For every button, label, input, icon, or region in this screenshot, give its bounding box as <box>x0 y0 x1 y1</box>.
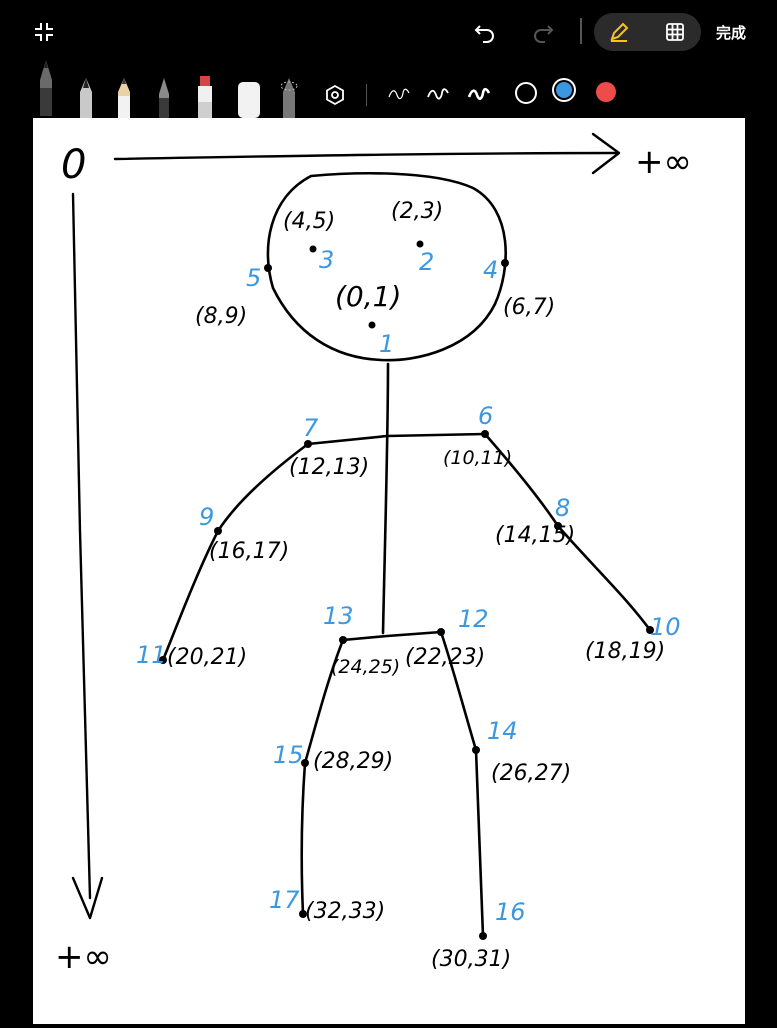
pen-mode-icon[interactable] <box>606 19 632 45</box>
keypoint-index: 3 <box>319 246 334 274</box>
keypoint-index: 4 <box>483 256 498 284</box>
highlighter-icon[interactable] <box>194 74 216 118</box>
head-outline <box>266 171 507 362</box>
keypoint-dot <box>501 259 509 267</box>
keypoint-index: 17 <box>269 886 300 914</box>
keypoint-index: 6 <box>478 402 493 430</box>
color-blue-swatch[interactable] <box>556 82 572 98</box>
keypoint-index: 13 <box>323 602 354 630</box>
keypoint-coords: (10,11) <box>443 447 512 469</box>
keypoint-coords: (16,17) <box>209 539 289 564</box>
keypoint-dot <box>472 746 480 754</box>
toolbar-divider <box>366 84 367 106</box>
keypoint-coords: (14,15) <box>495 523 575 548</box>
color-red-swatch[interactable] <box>596 82 616 102</box>
keypoint-coords: (26,27) <box>491 761 571 786</box>
keypoint-index: 12 <box>458 605 489 633</box>
keypoint-coords: (32,33) <box>305 899 385 924</box>
keypoint-coords: (12,13) <box>289 455 369 480</box>
keypoint-index: 9 <box>199 503 214 531</box>
keypoint-dot <box>368 321 376 329</box>
top-bar: 完成 <box>0 0 777 64</box>
x-axis-line <box>113 151 620 161</box>
keypoint-index: 11 <box>136 641 167 669</box>
keypoint-coords: (30,31) <box>431 947 511 972</box>
keypoint-index: 8 <box>555 494 570 522</box>
left-thigh <box>303 638 345 765</box>
left-forearm <box>161 529 220 662</box>
stroke-thick-icon[interactable] <box>466 84 492 104</box>
left-shin <box>300 761 307 916</box>
x-axis-label: +∞ <box>635 142 692 182</box>
grid-icon[interactable] <box>662 19 688 45</box>
hip-line <box>341 630 443 642</box>
toolbar-divider <box>580 18 582 44</box>
keypoint-index: 7 <box>303 414 319 442</box>
right-shin <box>474 748 485 938</box>
keypoint-dot <box>299 910 307 918</box>
stick-figure-drawing: 0 +∞ +∞ <box>55 132 692 977</box>
keypoint-coords: (6,7) <box>503 295 555 320</box>
mode-switch[interactable] <box>594 13 701 51</box>
right-forearm <box>556 524 652 632</box>
undo-icon[interactable] <box>470 18 500 46</box>
collapse-icon[interactable] <box>30 18 58 46</box>
color-black-swatch[interactable] <box>515 82 537 104</box>
keypoint-coords: (0,1) <box>335 280 401 313</box>
keypoint-coords: (24,25) <box>331 656 400 678</box>
keypoint-index: 14 <box>487 717 518 745</box>
y-axis-arrow <box>71 876 104 920</box>
keypoint-dot <box>301 759 309 767</box>
drawing-toolbar <box>0 60 777 118</box>
keypoint-dot <box>416 240 424 248</box>
ballpoint-pen-icon[interactable] <box>36 60 56 116</box>
keypoint-index: 2 <box>419 248 434 276</box>
keypoint-index: 16 <box>495 898 526 926</box>
right-thigh <box>439 630 478 752</box>
keypoint-coords: (18,19) <box>585 639 665 664</box>
keypoint-coords: (20,21) <box>167 645 247 670</box>
keypoint-coords: (8,9) <box>195 304 247 329</box>
marker-icon[interactable] <box>154 76 174 118</box>
left-upper-arm <box>216 442 310 533</box>
keypoint-dot <box>159 656 167 664</box>
keypoint-dot <box>481 430 489 438</box>
eraser-icon[interactable] <box>236 80 262 118</box>
keypoint-dot <box>339 636 347 644</box>
keypoint-index: 15 <box>273 741 304 769</box>
y-axis-label: +∞ <box>55 937 112 977</box>
x-axis-arrow <box>591 132 621 175</box>
keypoint-dot <box>304 440 312 448</box>
keypoint-dot <box>264 264 272 272</box>
drawing-canvas[interactable]: 0 +∞ +∞ <box>33 118 745 1024</box>
done-button[interactable]: 完成 <box>716 24 747 42</box>
keypoint-coords: (2,3) <box>391 199 443 224</box>
keypoint-index: 5 <box>246 264 261 292</box>
stroke-medium-icon[interactable] <box>425 84 451 104</box>
keypoint-coords: (4,5) <box>283 209 335 234</box>
keypoint-coords: (22,23) <box>405 645 485 670</box>
keypoint-dot <box>479 932 487 940</box>
keypoint-index: 10 <box>650 613 681 641</box>
keypoint-index: 1 <box>379 330 394 358</box>
keypoint-dot <box>309 245 317 253</box>
pencil-icon[interactable] <box>114 76 134 118</box>
keypoint-dot <box>646 626 654 634</box>
shoulder-line <box>306 432 487 446</box>
origin-label: 0 <box>61 142 86 188</box>
keypoint-dot <box>214 527 222 535</box>
y-axis-line <box>71 192 92 900</box>
keypoint-coords: (28,29) <box>313 749 393 774</box>
settings-icon[interactable] <box>322 82 348 108</box>
lasso-icon[interactable] <box>278 76 300 118</box>
fountain-pen-icon[interactable] <box>76 76 96 118</box>
redo-icon[interactable] <box>528 18 558 46</box>
right-upper-arm <box>483 432 560 528</box>
stroke-thin-icon[interactable] <box>386 84 412 104</box>
keypoint-dot <box>554 522 562 530</box>
neck-spine <box>381 362 390 635</box>
keypoint-dot <box>437 628 445 636</box>
